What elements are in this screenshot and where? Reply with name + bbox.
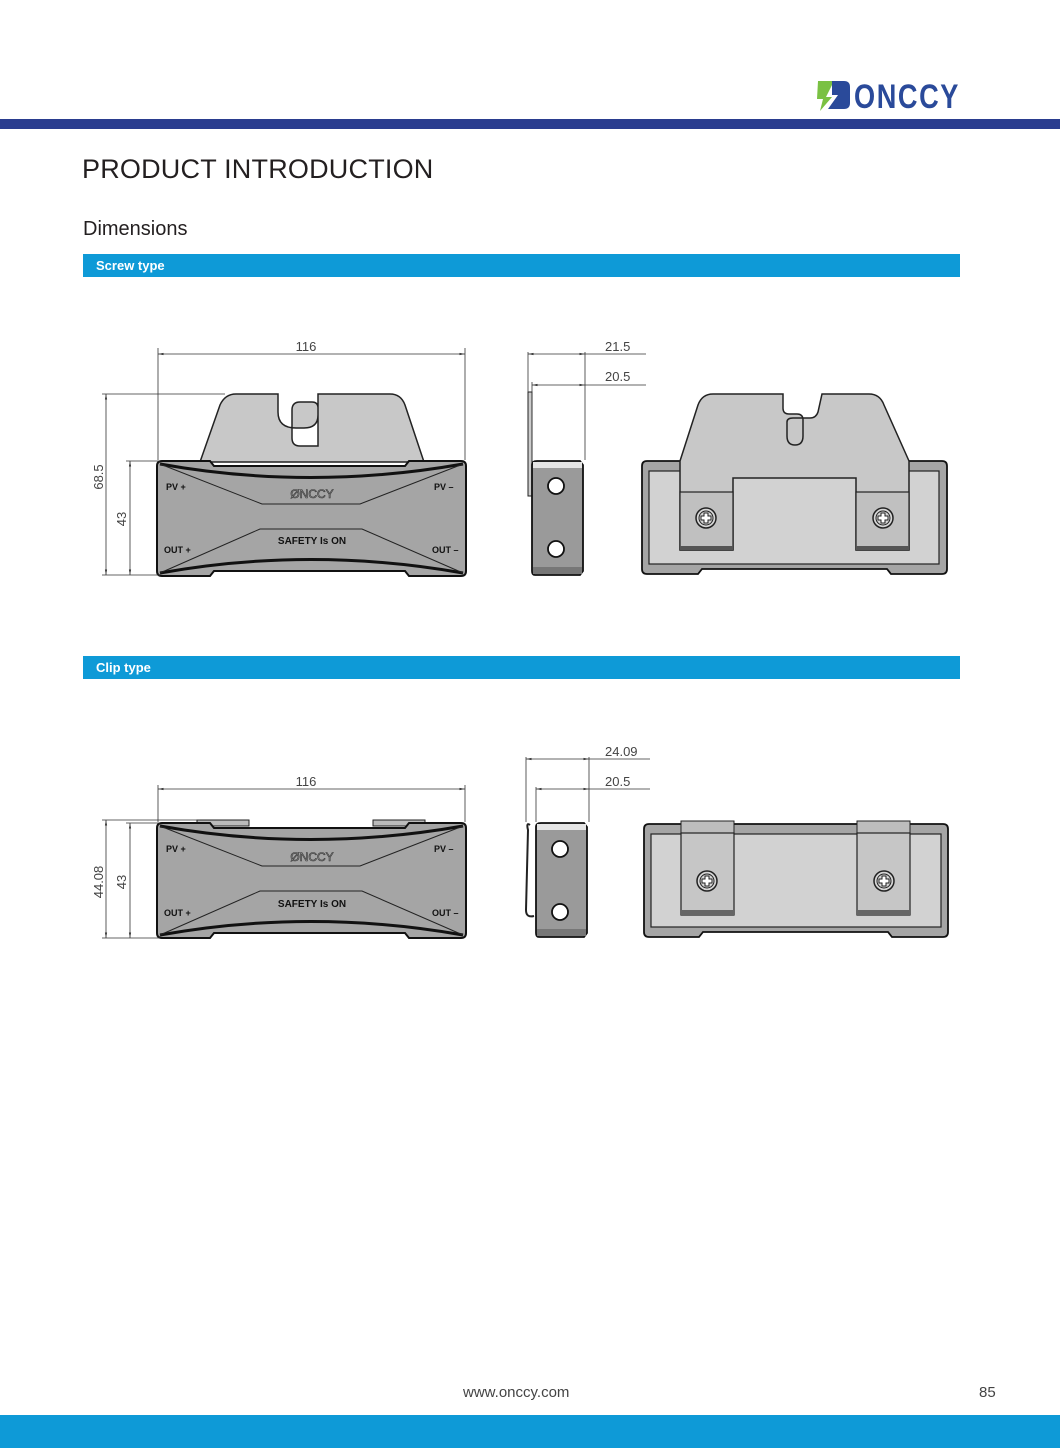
screw-icon bbox=[696, 870, 718, 892]
bolt-o-icon bbox=[817, 81, 850, 111]
dim-total-height: 68.5 bbox=[91, 464, 106, 489]
label-out-minus: OUT – bbox=[432, 545, 459, 555]
screw-type-front-view: PV + PV – OUT + OUT – ØNCCY SAFETY Is ON… bbox=[91, 339, 468, 578]
clip-type-side-view: 24.09 20.5 bbox=[524, 744, 650, 938]
brand-wordmark: ONCCY bbox=[854, 78, 960, 113]
dim-body-height: 43 bbox=[114, 875, 129, 889]
label-pv-minus: PV – bbox=[434, 482, 454, 492]
dim-width: 116 bbox=[296, 339, 317, 354]
screw-icon bbox=[873, 870, 895, 892]
footer-url[interactable]: www.onccy.com bbox=[463, 1384, 570, 1401]
screw-type-back-view bbox=[641, 393, 948, 575]
dim-total-height: 44.08 bbox=[91, 866, 106, 899]
label-out-minus: OUT – bbox=[432, 908, 459, 918]
label-out-plus: OUT + bbox=[164, 908, 191, 918]
footer-band bbox=[0, 1415, 1060, 1448]
clip-type-back-view bbox=[643, 820, 949, 938]
onccy-logo: ONCCY bbox=[817, 78, 960, 113]
dim-inner-depth: 20.5 bbox=[605, 369, 630, 384]
screw-icon bbox=[872, 507, 894, 529]
page-number: 85 bbox=[979, 1384, 996, 1401]
section-bar-screw-type: Screw type bbox=[83, 254, 960, 277]
label-pv-minus: PV – bbox=[434, 844, 454, 854]
label-pv-plus: PV + bbox=[166, 482, 186, 492]
label-brand: ØNCCY bbox=[290, 850, 333, 864]
dim-inner-depth: 20.5 bbox=[605, 774, 630, 789]
dim-width: 116 bbox=[296, 774, 317, 789]
label-slogan: SAFETY Is ON bbox=[278, 536, 346, 547]
label-slogan: SAFETY Is ON bbox=[278, 899, 346, 910]
header-rule bbox=[0, 119, 1060, 129]
label-pv-plus: PV + bbox=[166, 844, 186, 854]
label-out-plus: OUT + bbox=[164, 545, 191, 555]
page-title: PRODUCT INTRODUCTION bbox=[82, 154, 434, 184]
screw-icon bbox=[695, 507, 717, 529]
label-brand: ØNCCY bbox=[290, 487, 333, 501]
dim-outer-depth: 24.09 bbox=[605, 744, 638, 759]
section-bar-clip-type: Clip type bbox=[83, 656, 960, 679]
dim-body-height: 43 bbox=[114, 512, 129, 526]
section-subtitle: Dimensions bbox=[83, 218, 188, 240]
clip-type-front-view: PV + PV – OUT + OUT – ØNCCY SAFETY Is ON… bbox=[91, 774, 468, 940]
dim-outer-depth: 21.5 bbox=[605, 339, 630, 354]
screw-type-side-view: 21.5 20.5 bbox=[527, 339, 646, 576]
